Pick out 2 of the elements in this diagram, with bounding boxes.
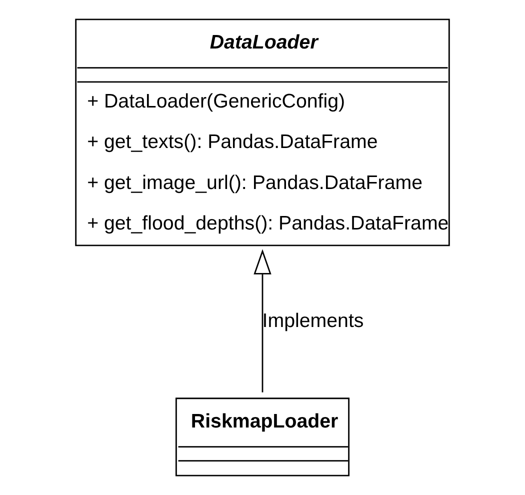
arrow — [254, 249, 272, 392]
edge-label: Implements — [262, 310, 364, 332]
